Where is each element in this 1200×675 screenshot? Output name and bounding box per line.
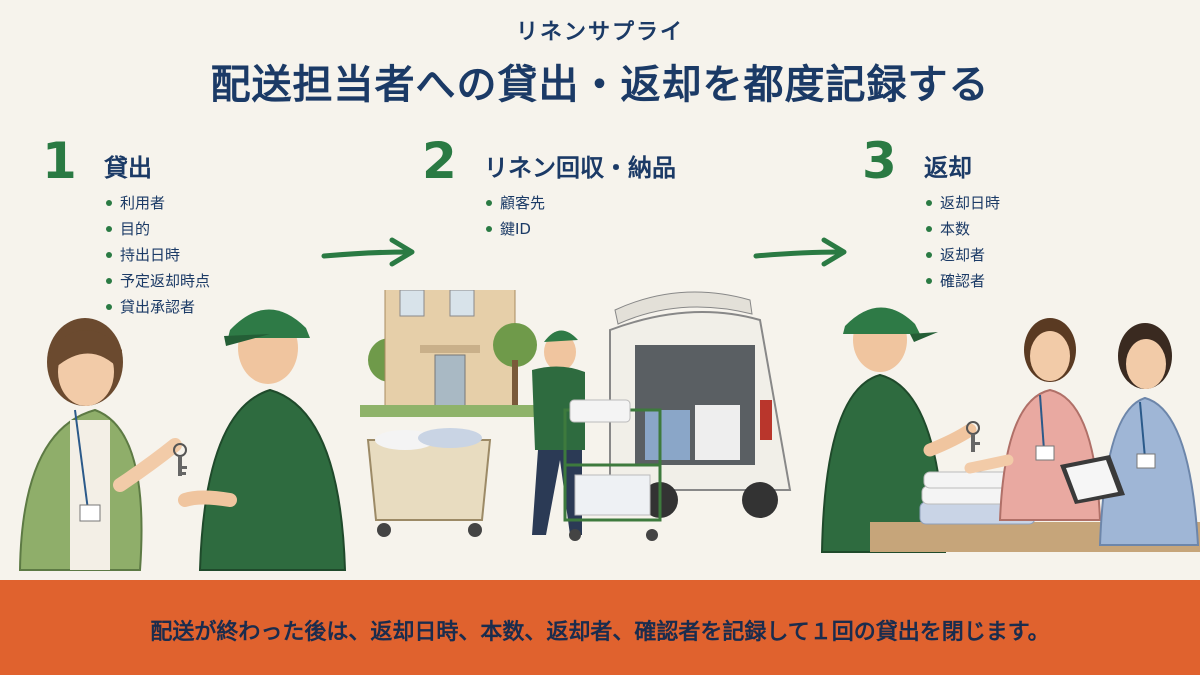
page-title: 配送担当者への貸出・返却を都度記録する	[210, 62, 990, 108]
brand-name: リネンサプライ	[515, 20, 684, 45]
arrow-right-icon	[753, 237, 847, 267]
list-item: 利用者	[104, 190, 210, 216]
footer-text: 配送が終わった後は、返却日時、本数、返却者、確認者を記録して１回の貸出を閉じます…	[150, 620, 1050, 645]
step-title: 貸出	[104, 154, 152, 182]
arrow-right-icon	[321, 237, 415, 267]
list-item: 予定返却時点	[104, 268, 210, 294]
list-item: 返却日時	[924, 190, 1000, 216]
staff-woman-figure	[18, 318, 182, 571]
laundry-bin	[366, 428, 492, 537]
key-icon	[173, 443, 187, 476]
worker-with-cart	[532, 330, 662, 541]
step-items: 返却日時 本数 返却者 確認者	[924, 190, 1000, 294]
step-title: リネン回収・納品	[484, 154, 676, 182]
list-item: 確認者	[924, 268, 1000, 294]
customer-building	[360, 290, 540, 417]
list-item: 鍵ID	[484, 216, 545, 242]
clipboard-icon	[1060, 455, 1125, 504]
list-item: 目的	[104, 216, 210, 242]
list-item: 顧客先	[484, 190, 545, 216]
delivery-van	[609, 291, 792, 518]
step-number: 3	[862, 132, 897, 190]
step-items: 利用者 目的 持出日時 予定返却時点 貸出承認者	[104, 190, 210, 320]
return-check-illustration	[820, 307, 1200, 553]
step-number: 2	[422, 132, 457, 190]
list-item: 持出日時	[104, 242, 210, 268]
delivery-man-figure	[178, 309, 347, 571]
footer-banner: 配送が終わった後は、返却日時、本数、返却者、確認者を記録して１回の貸出を閉じます…	[0, 580, 1200, 675]
key-handover-illustration	[18, 309, 347, 571]
collection-delivery-illustration	[360, 290, 792, 541]
list-item: 本数	[924, 216, 1000, 242]
staff-checker-figure	[1060, 323, 1200, 546]
header: リネンサプライ 配送担当者への貸出・返却を都度記録する	[0, 14, 1200, 110]
list-item: 貸出承認者	[104, 294, 210, 320]
step-title: 返却	[924, 154, 972, 182]
step-number: 1	[42, 132, 77, 190]
list-item: 返却者	[924, 242, 1000, 268]
step-items: 顧客先 鍵ID	[484, 190, 545, 242]
key-icon	[966, 421, 980, 452]
